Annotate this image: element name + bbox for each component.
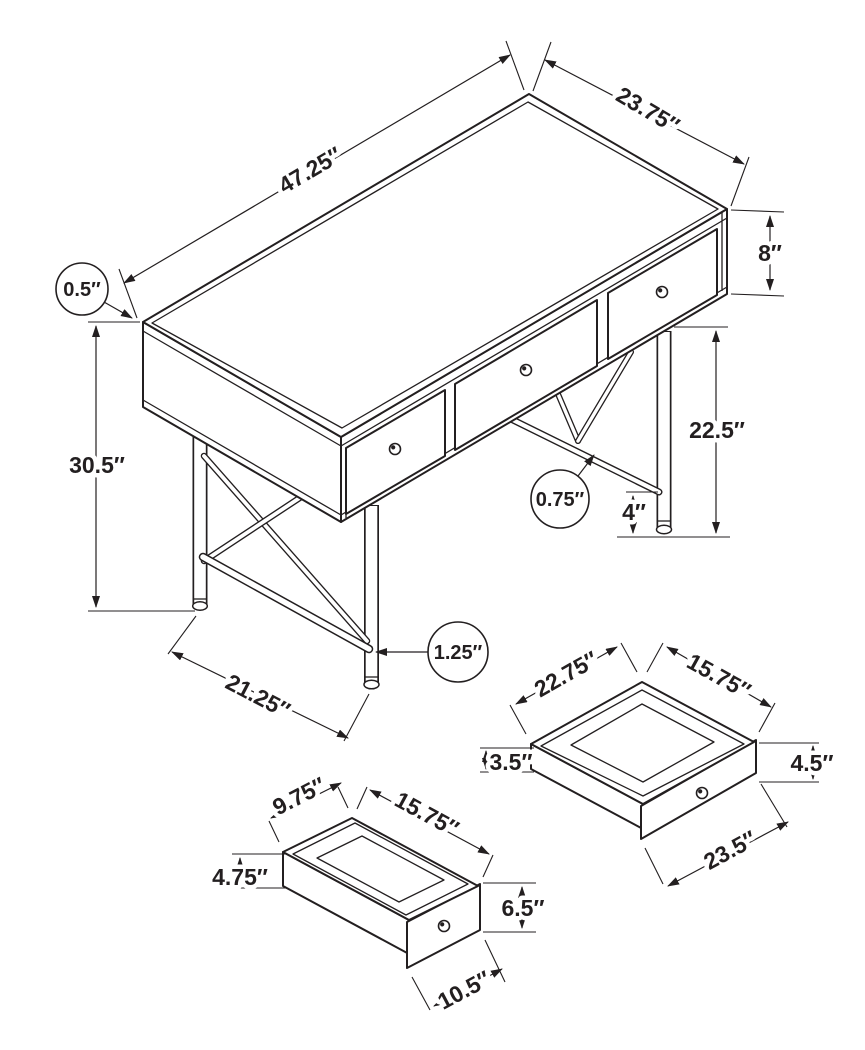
desk-isometric-view: 47.25″ 23.75″ 8″ 30.5″ 22.5″	[55, 40, 786, 742]
dim-leg-clearance: 22.5″	[617, 326, 749, 538]
dim-label-leg-clearance: 22.5″	[689, 417, 745, 443]
wide-drawer-top	[530, 681, 755, 805]
small-drawer-rim	[292, 822, 469, 916]
small-drawer-bottom	[316, 835, 445, 903]
dim-wide-front-height: 4.5″	[759, 742, 838, 783]
top-thickness-circle	[55, 262, 109, 316]
dim-overall-height: 30.5″	[65, 321, 195, 612]
dim-label-small-inner-depth: 15.75″	[391, 786, 464, 842]
desk-legs	[191, 331, 673, 690]
dim-label-foot-height: 4″	[622, 499, 646, 525]
dim-apron-height: 8″	[730, 209, 786, 297]
dim-label-overall-height: 30.5″	[69, 452, 125, 478]
wide-drawer-rim	[540, 689, 745, 797]
wide-drawer-view: 22.75″ 15.75″ 3.5″ 4.5″ 23.5″	[480, 641, 838, 887]
front-left-foot	[191, 601, 209, 611]
dim-label-wide-inner-width: 22.75″	[530, 646, 602, 702]
desk-cabinet	[142, 93, 728, 523]
dim-wide-side-height: 3.5″	[480, 745, 537, 780]
right-drawer-knob	[655, 285, 669, 299]
dim-label-leg-diameter: 1.25″	[434, 642, 483, 664]
wide-drawer-bottom	[570, 703, 715, 783]
dim-label-small-side-height: 4.75″	[212, 864, 268, 890]
dim-label-brace-diameter: 0.75″	[536, 489, 585, 511]
dim-foot-height: 4″	[618, 491, 658, 534]
dim-label-small-front-width: 10.5″	[433, 965, 494, 1014]
front-corner-foot	[363, 679, 380, 690]
dim-label-wide-front-width: 23.5″	[699, 825, 760, 874]
dim-label-small-front-height: 6.5″	[502, 895, 545, 921]
dim-label-top-thickness: 0.5″	[63, 279, 101, 301]
left-drawer-knob	[388, 442, 402, 456]
callout-leg-diameter: 1.25″	[375, 621, 489, 683]
dim-label-small-inner-width: 9.75″	[268, 772, 330, 820]
small-drawer-view: 9.75″ 15.75″ 4.75″ 6.5″ 10.5″	[208, 767, 549, 1019]
desk-edge-lines	[142, 212, 728, 518]
dim-small-side-height: 4.75″	[208, 853, 286, 895]
callout-brace-diameter: 0.75″	[530, 454, 595, 529]
dim-label-top-depth: 23.75″	[612, 81, 684, 138]
dim-label-top-length: 47.25″	[274, 141, 346, 198]
right-foot	[655, 524, 673, 535]
leg-diameter-circle	[427, 621, 489, 683]
brace-diameter-circle	[530, 469, 590, 529]
wide-drawer-knob	[695, 786, 709, 800]
small-drawer-knob	[437, 919, 451, 933]
dim-label-wide-side-height: 3.5″	[490, 749, 533, 775]
middle-drawer-knob	[519, 363, 533, 377]
dim-small-front-height: 6.5″	[483, 882, 549, 933]
dim-label-wide-front-height: 4.5″	[791, 750, 834, 776]
dim-label-front-leg-spacing: 21.25″	[222, 669, 295, 724]
callout-top-thickness: 0.5″	[55, 262, 133, 319]
small-drawer-top	[282, 817, 479, 921]
dim-label-apron-height: 8″	[758, 240, 782, 266]
dim-label-wide-inner-depth: 15.75″	[683, 648, 756, 704]
